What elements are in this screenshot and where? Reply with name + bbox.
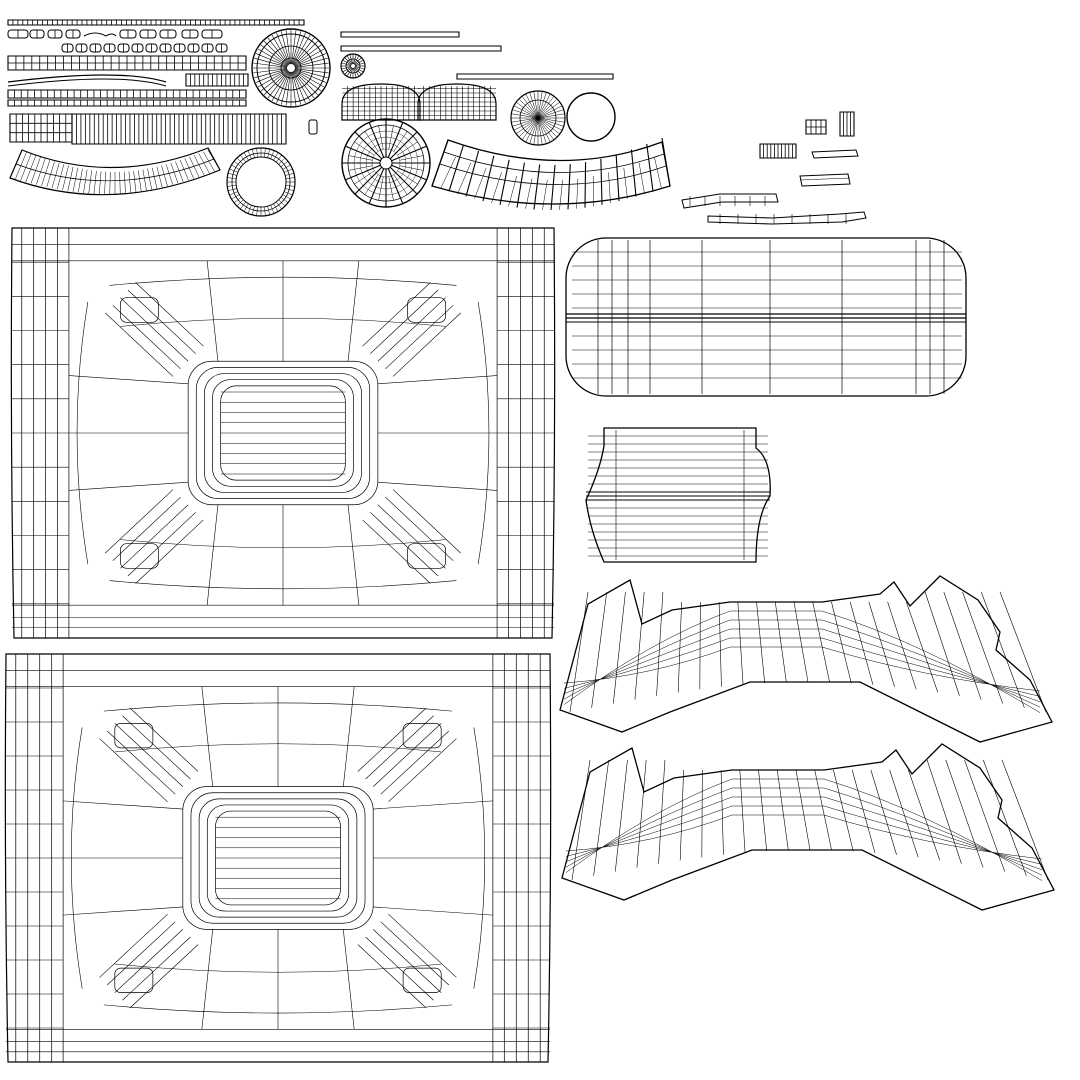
uv-island-curved-strip [10, 148, 220, 195]
uv-island-notched-panel [586, 428, 770, 562]
uv-island-rounded-panel [566, 238, 966, 396]
uv-island-circle-plain [567, 93, 615, 141]
uv-island-quad-upper [11, 228, 554, 638]
uv-island-strip-top [8, 20, 304, 25]
uv-island-gear-small [341, 54, 365, 78]
uv-island-ring [227, 148, 295, 216]
uv-island-dome-pair [342, 84, 496, 120]
uv-island-long-bars [341, 32, 613, 79]
uv-island-curved-shell-upper [560, 576, 1052, 742]
uv-island-spoke-wheel [342, 119, 430, 207]
uv-island-small-bits [682, 112, 866, 224]
uv-island-chain-links [8, 30, 317, 144]
uv-island-arched-frame [432, 138, 670, 210]
uv-island-curved-shell-lower [562, 744, 1054, 910]
uv-island-fan-disc [511, 91, 565, 145]
uv-island-quad-lower [5, 654, 550, 1062]
uv-island-gear-large [252, 29, 330, 107]
